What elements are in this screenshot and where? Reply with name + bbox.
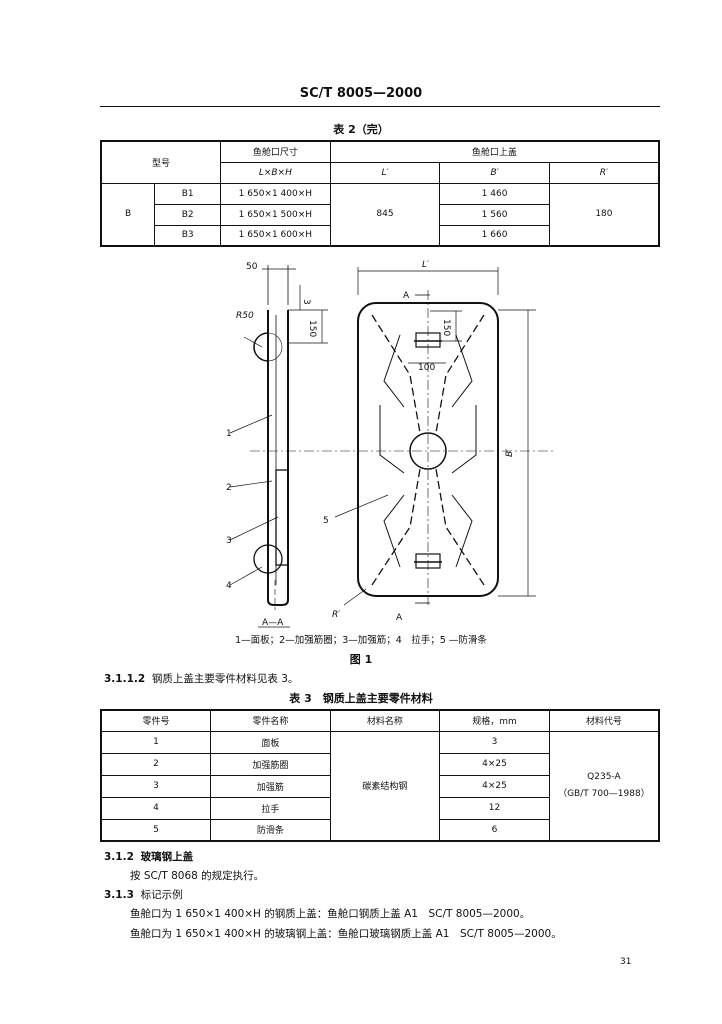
table2-model-cell: B2	[154, 203, 222, 226]
section-3-1-3: 3.1.3 标记示例	[104, 887, 183, 902]
table3-header: 零件名称	[210, 709, 331, 732]
section-3-1-2: 3.1.2 玻璃钢上盖	[104, 849, 193, 864]
table2-header-l: L′	[329, 161, 441, 184]
table3-no: 4	[100, 796, 212, 820]
dim-b: B′	[505, 449, 515, 457]
example-2: 鱼舱口为 1 650×1 400×H 的玻璃钢上盖：鱼舱口玻璃钢质上盖 A1 S…	[130, 928, 562, 940]
table2-b-cell: 1 460	[439, 182, 550, 205]
table3-caption: 表 3 钢质上盖主要零件材料	[289, 692, 433, 705]
table2-l-value: 845	[329, 182, 441, 247]
figure-legend: 1—面板；2—加强筋圈；3—加强筋；4 拉手；5 —防滑条	[235, 635, 487, 646]
table3-spec: 3	[439, 730, 550, 754]
section-mark-top: A	[403, 291, 410, 301]
table-row: B3 1 650×1 600×H 1 660	[101, 224, 659, 247]
table2-size-cell: 1 650×1 600×H	[220, 224, 331, 247]
table3-code: Q235-A （GB/T 700—1988）	[548, 730, 660, 842]
table2-size-cell: 1 650×1 400×H	[220, 182, 331, 205]
dim-100: 100	[418, 363, 435, 373]
table-row: 5 防滑条 6	[100, 818, 659, 842]
table3-name: 面板	[210, 730, 331, 754]
section-number: 3.1.3	[104, 889, 134, 901]
table3-code-2: （GB/T 700—1988）	[558, 789, 650, 800]
dim-150-side: 150	[307, 320, 317, 337]
table2-header-hatch-size: 鱼舱口尺寸	[220, 140, 331, 163]
table2-size-cell: 1 650×1 500×H	[220, 203, 331, 226]
section-number: 3.1.1.2	[104, 673, 146, 685]
callout-1: 1	[226, 429, 232, 439]
dim-3: 3	[301, 299, 311, 305]
table3: 零件号 零件名称 材料名称 规格，mm 材料代号 1 面板 碳素结构钢 3 Q2…	[100, 709, 660, 842]
table2-model-cell: B3	[154, 224, 222, 247]
table3-no: 5	[100, 818, 212, 842]
table3-spec: 6	[439, 818, 550, 842]
table-row: B B1 1 650×1 400×H 845 1 460 180	[100, 182, 660, 247]
section-title: 标记示例	[140, 889, 183, 901]
para-3-1-2-body: 按 SC/T 8068 的规定执行。	[130, 870, 265, 882]
table-row: 1 面板 碳素结构钢 3 Q235-A （GB/T 700—1988）	[100, 730, 660, 842]
dim-r50: R50	[236, 311, 254, 321]
callout-4: 4	[226, 581, 232, 591]
table3-header: 零件号	[100, 709, 212, 732]
table3-header: 材料代号	[548, 709, 660, 732]
page-number: 31	[620, 957, 632, 967]
table3-no: 3	[100, 774, 212, 798]
label-r: R′	[332, 610, 340, 620]
table3-header: 材料名称	[329, 709, 441, 732]
table3-name: 拉手	[210, 796, 331, 820]
figure-1-drawing: 50 3 150 R50 L′ B′ 150 100 R′ A A A—A 1 …	[226, 260, 556, 628]
table-row: B2 1 650×1 500×H 1 560	[101, 203, 659, 226]
header-rule	[100, 106, 660, 107]
table3-material: 碳素结构钢	[329, 730, 441, 842]
table2-model-cell: B1	[154, 182, 222, 205]
table2-r-value: 180	[548, 182, 660, 247]
table2-header-b: B′	[439, 161, 550, 184]
dim-150-top: 150	[441, 319, 451, 336]
table2-caption: 表 2（完）	[333, 123, 389, 136]
callout-2: 2	[226, 483, 232, 493]
table2: 型号 鱼舱口尺寸 鱼舱口上盖 L×B×H L′ B′ R′ B B1 1 650…	[100, 140, 660, 247]
running-header: SC/T 8005—2000	[299, 86, 423, 101]
callout-5: 5	[323, 516, 329, 526]
table2-group: B	[100, 182, 156, 247]
example-1: 鱼舱口为 1 650×1 400×H 的钢质上盖：鱼舱口钢质上盖 A1 SC/T…	[130, 908, 531, 920]
dim-l: L′	[422, 260, 429, 270]
table3-no: 1	[100, 730, 212, 754]
section-text: 钢质上盖主要零件材料见表 3。	[151, 673, 299, 685]
section-mark-bottom: A	[396, 613, 403, 623]
table3-name: 防滑条	[210, 818, 331, 842]
table3-spec: 12	[439, 796, 550, 820]
section-number: 3.1.2	[104, 851, 134, 863]
table3-header: 规格，mm	[439, 709, 550, 732]
table2-header-model: 型号	[100, 140, 222, 184]
table-row: 2 加强筋圈 4×25	[100, 752, 659, 776]
section-label: A—A	[262, 618, 284, 628]
table2-b-cell: 1 560	[439, 203, 550, 226]
table2-header-r: R′	[548, 161, 660, 184]
dim-50: 50	[246, 262, 258, 272]
table3-code-1: Q235-A	[587, 772, 621, 783]
table3-name: 加强筋圈	[210, 752, 331, 776]
callout-3: 3	[226, 536, 232, 546]
figure-caption: 图 1	[349, 653, 373, 666]
table3-spec: 4×25	[439, 752, 550, 776]
section-title: 玻璃钢上盖	[140, 851, 194, 863]
table2-header-hatch-lid: 鱼舱口上盖	[329, 140, 660, 163]
table3-spec: 4×25	[439, 774, 550, 798]
table3-name: 加强筋	[210, 774, 331, 798]
para-3-1-1-2: 3.1.1.2 钢质上盖主要零件材料见表 3。	[104, 671, 298, 686]
table2-header-lbh: L×B×H	[220, 161, 331, 184]
table3-no: 2	[100, 752, 212, 776]
table2-b-cell: 1 660	[439, 224, 550, 247]
